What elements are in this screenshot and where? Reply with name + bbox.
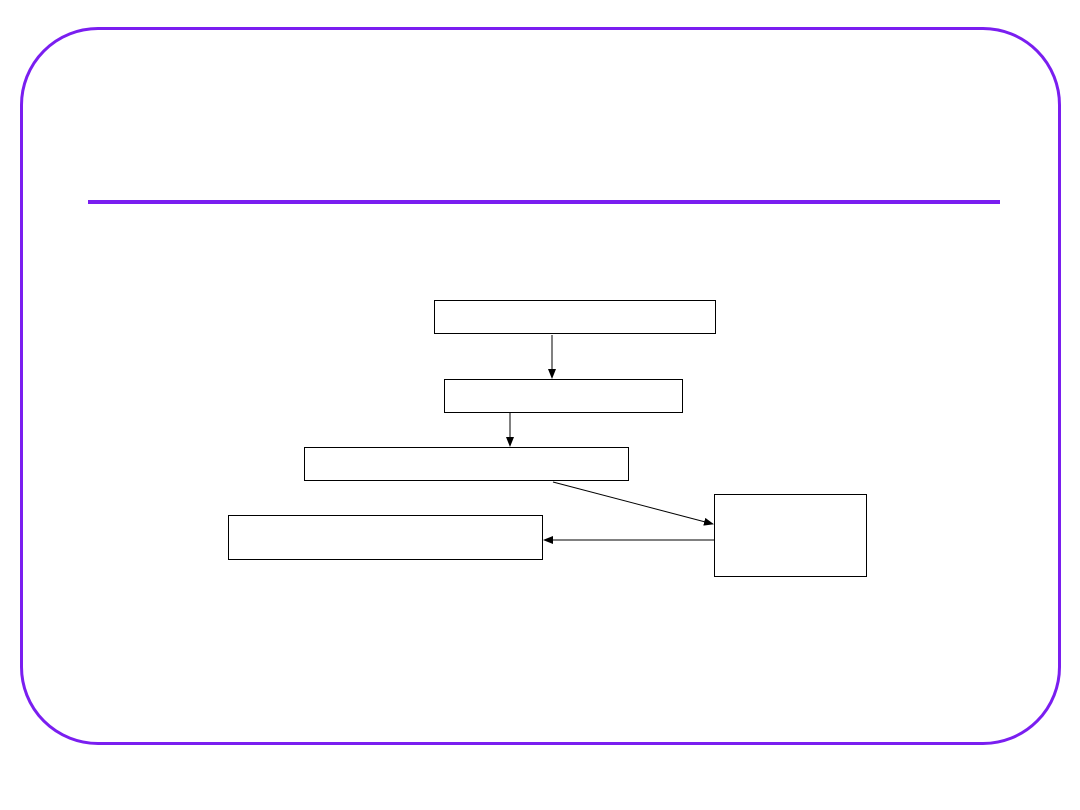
title-divider (88, 200, 1000, 204)
flow-box-3 (304, 447, 629, 481)
slide-title (88, 90, 1000, 190)
flow-box-1 (434, 300, 716, 334)
flow-box-5 (714, 494, 867, 577)
flow-box-4 (228, 515, 543, 560)
flow-box-2 (444, 379, 683, 413)
